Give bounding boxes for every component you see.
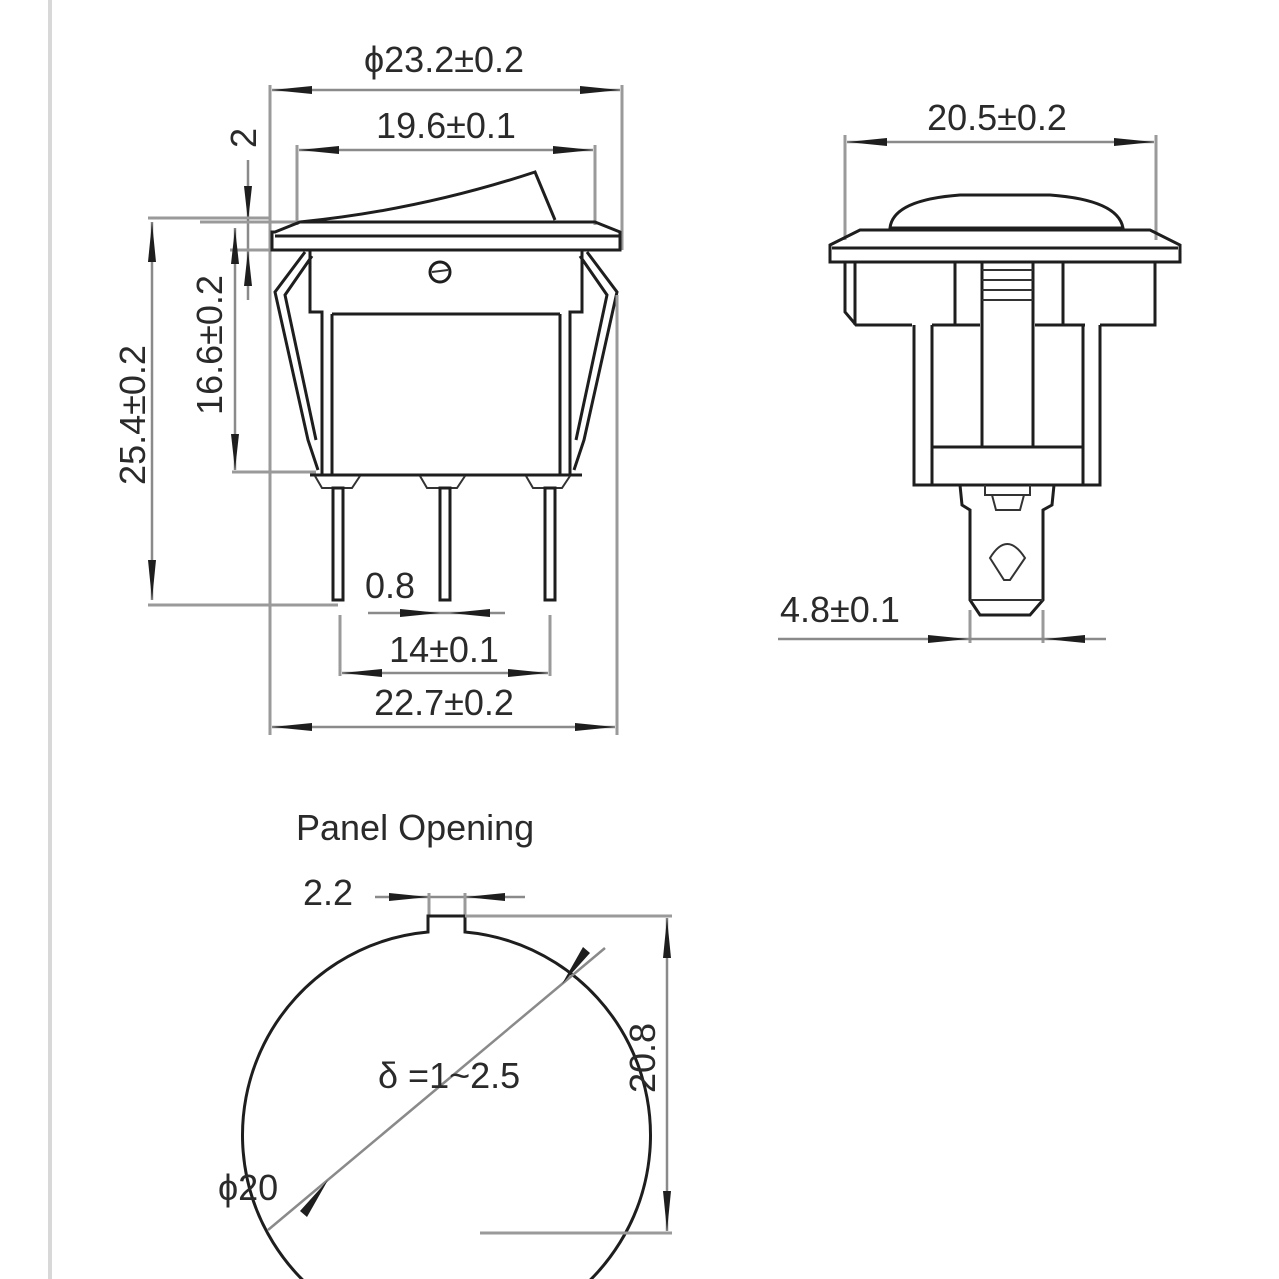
dim-total-height: 25.4±0.2 <box>112 345 153 485</box>
dim-clip-width: 22.7±0.2 <box>374 682 514 723</box>
side-view: 20.5±0.2 <box>778 97 1182 643</box>
dim-pin-spacing: 14±0.1 <box>389 629 499 670</box>
dim-pin-width: 0.8 <box>365 565 415 606</box>
orientation-mark-icon <box>428 260 452 284</box>
front-view: ϕ23.2±0.2 19.6±0.1 2 <box>112 39 624 735</box>
dim-bezel-thickness: 2 <box>223 128 264 148</box>
dim-bezel-width: 20.5±0.2 <box>927 97 1067 138</box>
dim-body-height: 16.6±0.2 <box>189 275 230 415</box>
dim-overall-diameter: ϕ23.2±0.2 <box>364 39 524 80</box>
panel-opening-view: Panel Opening 2.2 ϕ20 δ =1~2.5 20.8 <box>218 807 672 1279</box>
terminal-hole-icon <box>988 543 1027 581</box>
panel-cutout-shape <box>241 914 652 1279</box>
dim-actuator-width: 19.6±0.1 <box>376 105 516 146</box>
dim-terminal-width: 4.8±0.1 <box>780 589 900 630</box>
page-left-border <box>48 0 52 1279</box>
dim-diameter: ϕ20 <box>218 1167 278 1208</box>
dim-panel-height: 20.8 <box>622 1023 663 1093</box>
terminal-pins <box>314 475 571 602</box>
dim-panel-thickness: δ =1~2.5 <box>378 1055 520 1096</box>
dim-key-width: 2.2 <box>303 872 353 913</box>
panel-opening-title: Panel Opening <box>296 807 534 848</box>
